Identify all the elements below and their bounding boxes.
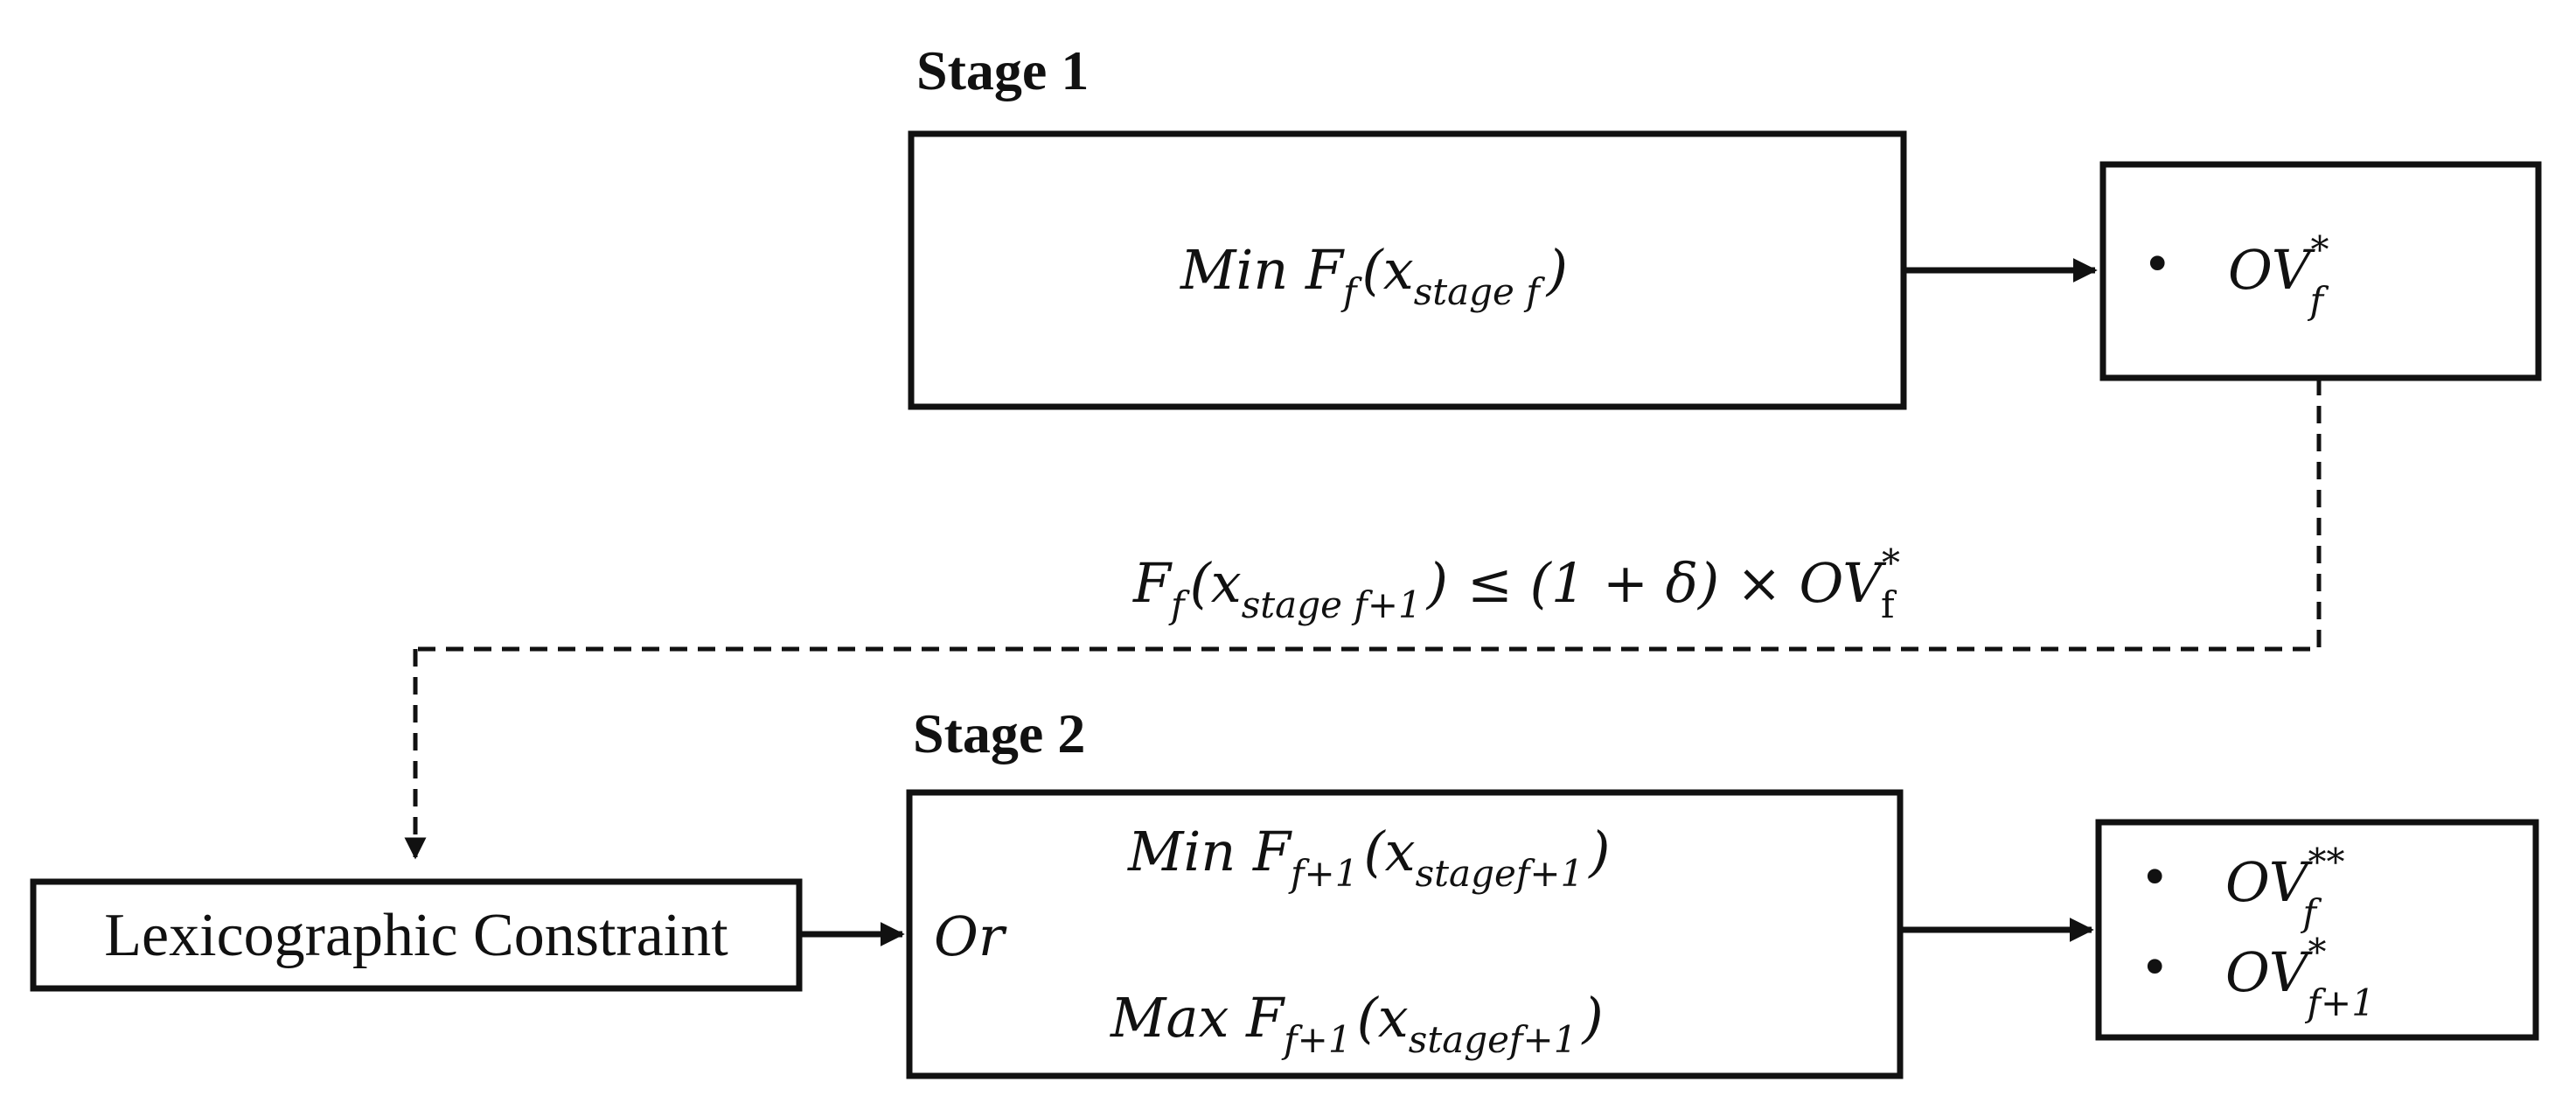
constraint-f-sub: f: [1168, 583, 1190, 626]
stage2-heading: Stage 2: [913, 702, 1085, 764]
constraint-rhs: ≤ (1 + δ) × OV: [1467, 551, 1887, 615]
constraint-close: ): [1425, 551, 1448, 615]
stage2-output2-base: OV: [2225, 940, 2314, 1004]
stage2-output2-bullet: •: [2144, 933, 2166, 1001]
stage1-objective-close: ): [1545, 238, 1568, 302]
stage2-max-objective: Max Ff+1(xstagef+1): [1110, 986, 1604, 1061]
stage1-output-sup: *: [2311, 228, 2329, 271]
stage2-min-objective: Min Ff+1(xstagef+1): [1127, 820, 1610, 895]
constraint-open: (x: [1190, 551, 1242, 615]
stage2-output2-sup: *: [2308, 931, 2327, 974]
stage2-max-open: (x: [1357, 986, 1409, 1050]
stage2-min-sub: f+1: [1288, 852, 1358, 895]
stage1-objective-arg-sub: stage f: [1414, 270, 1546, 313]
stage2-min-arg-sub: stagef+1: [1416, 852, 1584, 895]
stage1-output-ov: OV*f: [2228, 228, 2329, 322]
stage2-min-open: (x: [1363, 820, 1415, 883]
stage2-output1-base: OV: [2225, 850, 2314, 914]
stage2-max-close: ): [1580, 986, 1603, 1050]
constraint-arg-sub: stage f+1: [1242, 583, 1422, 626]
stage1-output-bullet: •: [2147, 230, 2169, 297]
stage2-output2-sub: f+1: [2305, 981, 2375, 1024]
stage1-output-base: OV: [2228, 238, 2316, 302]
stage2-max-prefix: Max F: [1110, 986, 1285, 1050]
constraint-formula: Ff(xstage f+1)≤ (1 + δ) × OV*f: [1132, 541, 1900, 626]
constraint-f-base: F: [1132, 551, 1173, 615]
stage2-output1-ov: OV**f: [2225, 841, 2345, 934]
stage2-output-box: [2095, 819, 2539, 1041]
feedback-dashed-line: [415, 378, 2322, 652]
stage1-objective: Min Ff(xstage f): [1180, 238, 1568, 313]
stage2-min-prefix: Min F: [1127, 820, 1292, 883]
stage2-output1-bullet: •: [2144, 843, 2166, 911]
lexicographic-constraint-label: Lexicographic Constraint: [104, 902, 728, 969]
stage2-output1-sup: **: [2308, 841, 2345, 883]
stage2-min-close: ): [1587, 820, 1610, 883]
stage2-or-label: Or: [934, 904, 1007, 968]
stage1-objective-box: [908, 130, 1907, 410]
constraint-rhs-sup: *: [1882, 541, 1900, 584]
stage1-heading: Stage 1: [916, 39, 1089, 101]
stage1-objective-prefix: Min F: [1180, 238, 1345, 302]
constraint-rhs-sub: f: [1881, 583, 1897, 626]
lexicographic-constraint-box: [30, 878, 803, 992]
stage1-objective-open: (x: [1362, 238, 1414, 302]
stage2-max-arg-sub: stagef+1: [1409, 1018, 1577, 1061]
stage1-output-box: [2099, 161, 2542, 381]
stage2-objective-box: [906, 789, 1904, 1079]
stage2-output2-ov: OV* f+1: [2225, 931, 2375, 1024]
stage2-max-sub: f+1: [1281, 1018, 1351, 1061]
